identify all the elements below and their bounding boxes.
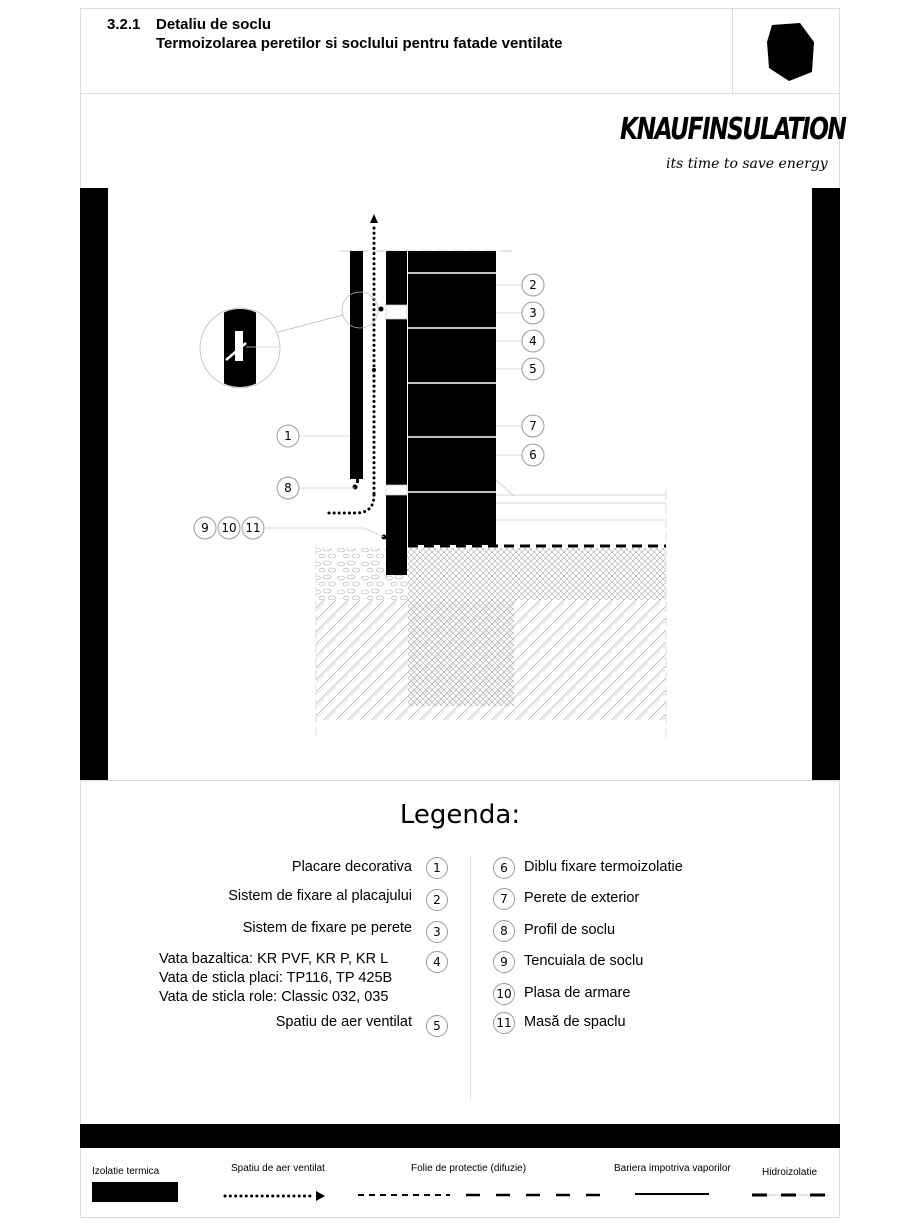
legend-badge-4: 4 (426, 951, 448, 973)
footer-band (80, 1124, 840, 1148)
legend-badge-9: 9 (493, 951, 515, 973)
insulation-middle (386, 319, 407, 485)
callout-2: 2 (521, 273, 545, 297)
callout-3: 3 (521, 301, 545, 325)
key-symbol-insulation (92, 1182, 178, 1202)
title-block (80, 8, 840, 94)
legend-badge-3: 3 (426, 921, 448, 943)
key-symbol-dash-gap-line (752, 1193, 828, 1197)
svg-text:9: 9 (201, 521, 209, 535)
detail-number: 3.2.1 (107, 16, 141, 33)
legend-badge-7: 7 (493, 888, 515, 910)
legend-item-9: Tencuiala de soclu (524, 953, 644, 969)
plinth-detail-drawing: 2 3 4 5 7 6 1 8 9 10 11 (193, 214, 667, 740)
left-frame-bar (80, 188, 108, 780)
slab-crosshatch (408, 548, 666, 600)
legend-badge-8: 8 (493, 920, 515, 942)
legend-badge-2: 2 (426, 889, 448, 911)
legend-item-11: Masă de spaclu (524, 1014, 626, 1030)
callout-10: 10 (217, 516, 241, 540)
callout-1: 1 (276, 424, 300, 448)
callout-11: 11 (241, 516, 265, 540)
legend-item-4-line-1: Vata bazaltica: KR PVF, KR P, KR L (159, 951, 389, 967)
svg-text:5: 5 (529, 362, 537, 376)
key-symbol-dotted-arrow (223, 1191, 325, 1201)
key-label-air-space: Spatiu de aer ventilat (231, 1163, 325, 1174)
svg-text:4: 4 (529, 334, 537, 348)
legend-item-4: Vata bazaltica: KR PVF, KR P, KR L Vata … (159, 950, 392, 1007)
legend-badge-10: 10 (493, 983, 515, 1005)
key-label-vapour-barrier: Bariera impotriva vaporilor (614, 1163, 731, 1174)
callout-4: 4 (521, 329, 545, 353)
legend-badge-5: 5 (426, 1015, 448, 1037)
callout-badges: 2 3 4 5 7 6 1 8 9 10 11 (193, 273, 545, 540)
legend-item-6: Diblu fixare termoizolatie (524, 859, 683, 875)
legend-divider (470, 855, 471, 1100)
key-label-protection-foil: Folie de protectie (difuzie) (411, 1163, 527, 1174)
svg-text:8: 8 (284, 481, 292, 495)
callout-8: 8 (276, 476, 300, 500)
legend-item-8: Profil de soclu (524, 922, 616, 938)
legend-item-4-line-3: Vata de sticla role: Classic 032, 035 (159, 989, 389, 1005)
key-symbol-dashed-line (358, 1193, 608, 1197)
svg-text:3: 3 (529, 306, 537, 320)
insulation-upper (386, 251, 407, 305)
foundation-crosshatch (408, 600, 514, 706)
legend-badge-6: 6 (493, 857, 515, 879)
callout-6: 6 (521, 443, 545, 467)
svg-text:10: 10 (221, 521, 236, 535)
svg-text:11: 11 (245, 521, 260, 535)
legend-item-2: Sistem de fixare al placajului (228, 888, 412, 904)
right-frame-bar (812, 188, 840, 780)
legend-item-1: Placare decorativa (291, 859, 412, 875)
logo-brand: KNAUFINSULATION (620, 112, 847, 147)
svg-text:7: 7 (529, 419, 537, 433)
callout-5: 5 (521, 357, 545, 381)
legend-item-5: Spatiu de aer ventilat (275, 1014, 412, 1030)
stone-icon (767, 23, 814, 81)
svg-text:6: 6 (529, 448, 537, 462)
insulation-plinth (386, 495, 407, 575)
key-label-waterproofing: Hidroizolatie (762, 1167, 818, 1178)
key-label-insulation: Izolatie termica (92, 1166, 160, 1177)
legend-item-7: Perete de exterior (524, 890, 640, 906)
svg-text:1: 1 (284, 429, 292, 443)
svg-text:2: 2 (529, 278, 537, 292)
key-symbol-solid-line (635, 1193, 709, 1195)
legend-badge-11: 11 (493, 1012, 515, 1034)
legend-title: Legenda: (399, 800, 521, 830)
knauf-insulation-logo: KNAUFINSULATION its time to save energy (620, 112, 847, 182)
legend-item-3: Sistem de fixare pe perete (242, 920, 412, 936)
legend-item-4-line-2: Vata de sticla placi: TP116, TP 425B (159, 970, 393, 986)
legend-badge-1: 1 (426, 857, 448, 879)
decorative-cladding (350, 251, 363, 479)
title-block-divider (732, 8, 733, 94)
logo-tagline: its time to save energy (666, 156, 828, 172)
drawing-area-bottom-border (80, 780, 840, 781)
callout-9: 9 (193, 516, 217, 540)
detail-subtitle: Termoizolarea peretilor si soclului pent… (156, 35, 563, 52)
detail-title: Detaliu de soclu (156, 16, 272, 33)
legend-item-10: Plasa de armare (524, 985, 631, 1001)
exterior-wall (408, 251, 496, 545)
callout-7: 7 (521, 414, 545, 438)
